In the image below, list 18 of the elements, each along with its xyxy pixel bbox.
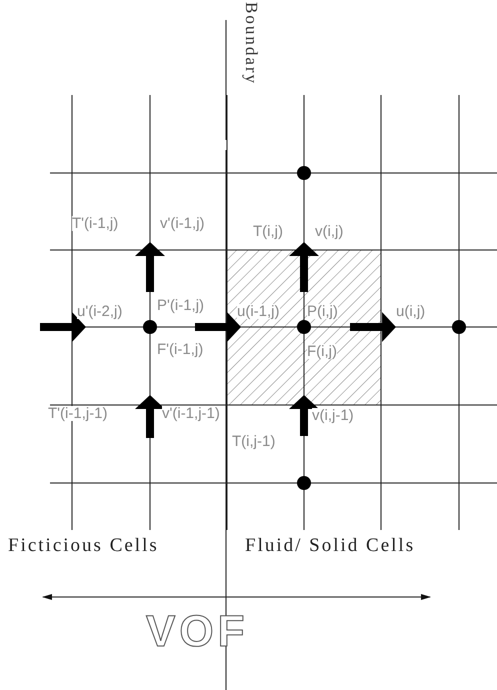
variable-label: P'(i-1,j)	[157, 298, 204, 313]
variable-label: u'(i-2,j)	[77, 304, 122, 319]
variable-label: v(i,j)	[315, 224, 344, 239]
region-label: Ficticious Cells	[8, 536, 159, 555]
boundary-label: Boundary	[243, 2, 260, 86]
variable-label: T'(i-1,j)	[72, 216, 118, 231]
variable-label: v'(i-1,j)	[160, 216, 205, 231]
variable-label: u(i-1,j)	[237, 304, 280, 319]
variable-label: v'(i-1,j-1)	[162, 406, 220, 421]
variable-label: v(i,j-1)	[312, 408, 354, 423]
variable-label: T'(i-1,j-1)	[48, 406, 108, 421]
variable-label: u(i,j)	[396, 304, 426, 319]
variable-label: F'(i-1,j)	[157, 342, 204, 357]
variable-label: T(i,j-1)	[232, 434, 276, 449]
variable-label: T(i,j)	[253, 224, 283, 239]
variable-label: P(i,j)	[307, 304, 338, 319]
region-label: Fluid/ Solid Cells	[245, 536, 416, 555]
variable-label: F(i,j)	[307, 344, 337, 359]
